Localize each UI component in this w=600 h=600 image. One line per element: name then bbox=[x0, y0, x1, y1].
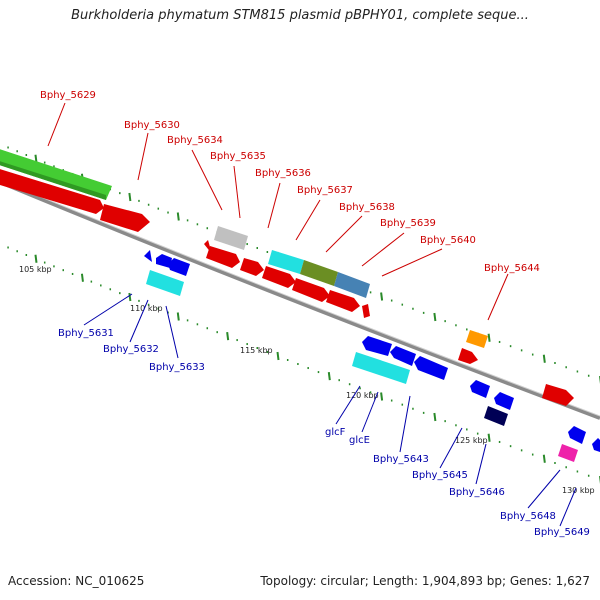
feature-blue-glcF[interactable] bbox=[362, 336, 392, 356]
feature-red-arrow-b[interactable] bbox=[542, 384, 574, 406]
feature-orange-box[interactable] bbox=[466, 330, 488, 348]
feature-green-bar[interactable] bbox=[0, 146, 112, 200]
feature-blue-glcE[interactable] bbox=[390, 346, 416, 366]
feature-blue-5632[interactable] bbox=[156, 254, 172, 268]
kbp-label-115: 115 kbp bbox=[240, 346, 273, 355]
gene-label-glce[interactable]: glcE bbox=[349, 435, 370, 446]
scale-tick bbox=[433, 412, 437, 422]
scale-tick bbox=[176, 212, 180, 221]
gene-label-bphy-5633[interactable]: Bphy_5633 bbox=[149, 362, 205, 373]
feature-red-arrow-5639[interactable] bbox=[326, 290, 360, 312]
feature-blue-5631[interactable] bbox=[144, 250, 152, 262]
forward-features bbox=[0, 146, 574, 406]
scale-tick bbox=[487, 333, 491, 342]
gene-label-bphy-5645[interactable]: Bphy_5645 bbox=[412, 470, 468, 481]
gene-label-bphy-5630[interactable]: Bphy_5630 bbox=[124, 120, 180, 131]
kbp-label-120: 120 kbp bbox=[346, 391, 379, 400]
scale-tick bbox=[542, 354, 546, 363]
feature-blue-5646[interactable] bbox=[494, 392, 514, 410]
feature-magenta-box[interactable] bbox=[558, 444, 578, 462]
reverse-labels: Bphy_5631 Bphy_5632 Bphy_5633 glcF glcE … bbox=[58, 328, 590, 538]
scale-tick bbox=[542, 454, 546, 463]
gene-label-bphy-5640[interactable]: Bphy_5640 bbox=[420, 235, 476, 246]
gene-label-bphy-5635[interactable]: Bphy_5635 bbox=[210, 151, 266, 162]
scale-tick bbox=[433, 312, 437, 322]
scale-tick bbox=[487, 433, 491, 442]
reverse-features bbox=[144, 250, 600, 462]
topology-summary-text: Topology: circular; Length: 1,904,893 bp… bbox=[260, 574, 590, 588]
kbp-label-130: 130 kbp bbox=[562, 486, 595, 495]
gene-label-bphy-5639[interactable]: Bphy_5639 bbox=[380, 218, 436, 229]
feature-cyan-box[interactable] bbox=[268, 250, 304, 274]
gene-label-bphy-5629[interactable]: Bphy_5629 bbox=[40, 90, 96, 101]
gene-label-bphy-5637[interactable]: Bphy_5637 bbox=[297, 185, 353, 196]
feature-red-tri-5640[interactable] bbox=[362, 304, 370, 318]
scale-tick bbox=[128, 292, 132, 302]
scale-tick bbox=[380, 392, 384, 401]
feature-red-arrow-5637[interactable] bbox=[262, 266, 296, 288]
kbp-label-110: 110 kbp bbox=[130, 304, 163, 313]
leader-lines bbox=[47, 102, 577, 527]
feature-green-bar-shade bbox=[0, 161, 106, 200]
feature-grey-box[interactable] bbox=[214, 226, 248, 250]
scale-tick bbox=[380, 292, 384, 301]
plasmid-backbone bbox=[0, 179, 600, 420]
feature-navy-box[interactable] bbox=[484, 406, 508, 426]
gene-label-bphy-5634[interactable]: Bphy_5634 bbox=[167, 135, 223, 146]
gene-label-bphy-5631[interactable]: Bphy_5631 bbox=[58, 328, 114, 339]
feature-blue-5643[interactable] bbox=[414, 356, 448, 380]
gene-label-bphy-5644[interactable]: Bphy_5644 bbox=[484, 263, 540, 274]
plasmid-backbone-highlight bbox=[0, 179, 600, 417]
accession-text: Accession: NC_010625 bbox=[8, 574, 145, 588]
feature-blue-5648[interactable] bbox=[568, 426, 586, 444]
scale-tick bbox=[34, 254, 38, 263]
gene-label-bphy-5643[interactable]: Bphy_5643 bbox=[373, 454, 429, 465]
feature-blue-5633[interactable] bbox=[168, 258, 190, 276]
feature-red-arrow-5629[interactable] bbox=[0, 166, 104, 214]
feature-cyan-5633[interactable] bbox=[146, 270, 184, 296]
forward-labels: Bphy_5629 Bphy_5630 Bphy_5634 Bphy_5635 … bbox=[40, 90, 540, 274]
feature-cyan-glc[interactable] bbox=[352, 352, 410, 384]
feature-red-arrow-5635[interactable] bbox=[206, 246, 240, 268]
scale-tick bbox=[128, 192, 132, 202]
feature-blue-5645[interactable] bbox=[470, 380, 490, 398]
feature-blue-5649[interactable] bbox=[592, 438, 600, 452]
feature-olive-box[interactable] bbox=[300, 260, 338, 286]
feature-red-arrow-5636[interactable] bbox=[240, 258, 264, 276]
feature-red-arrow-a[interactable] bbox=[458, 348, 478, 364]
gene-label-glcf[interactable]: glcF bbox=[325, 427, 346, 438]
kbp-label-125: 125 kbp bbox=[455, 436, 488, 445]
kbp-label-105: 105 kbp bbox=[19, 265, 52, 274]
gene-label-bphy-5632[interactable]: Bphy_5632 bbox=[103, 344, 159, 355]
feature-red-arrow-5630[interactable] bbox=[100, 204, 150, 232]
scale-tick bbox=[327, 371, 331, 381]
gene-label-bphy-5649[interactable]: Bphy_5649 bbox=[534, 527, 590, 538]
scale-tick bbox=[176, 312, 180, 321]
scale-tick bbox=[80, 273, 84, 282]
feature-red-arrow-5638[interactable] bbox=[292, 278, 330, 302]
scale-tick bbox=[226, 331, 230, 341]
gene-label-bphy-5638[interactable]: Bphy_5638 bbox=[339, 202, 395, 213]
gene-label-bphy-5648[interactable]: Bphy_5648 bbox=[500, 511, 556, 522]
gene-label-bphy-5646[interactable]: Bphy_5646 bbox=[449, 487, 505, 498]
feature-steelblue-box[interactable] bbox=[334, 272, 370, 298]
map-title: Burkholderia phymatum STM815 plasmid pBP… bbox=[71, 8, 529, 23]
scale-tick bbox=[276, 351, 280, 361]
gene-label-bphy-5636[interactable]: Bphy_5636 bbox=[255, 168, 311, 179]
